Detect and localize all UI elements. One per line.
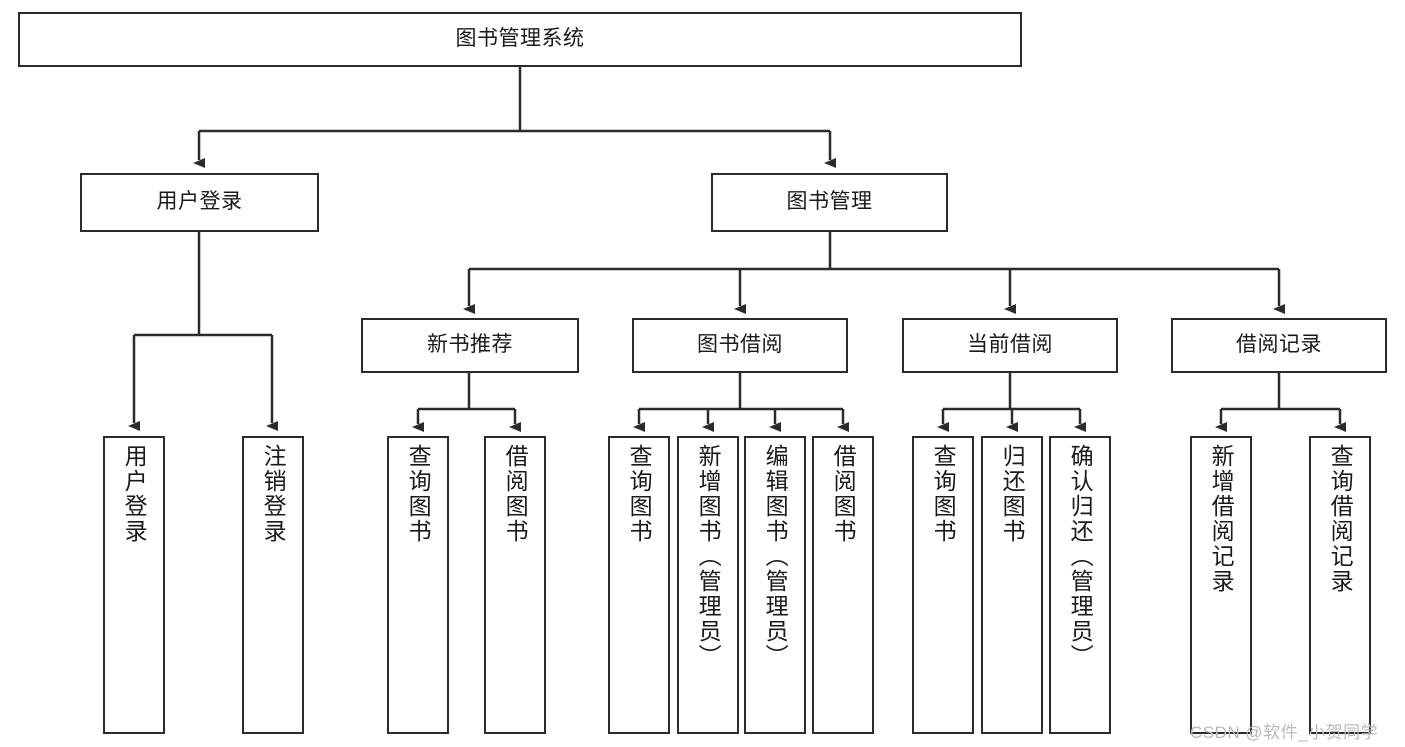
leaf-query-book-rec[interactable]: 查询图书 [387, 436, 449, 734]
leaf-confirm-return[interactable]: 确认归还（管理员） [1049, 436, 1111, 734]
node-book-borrow-label: 图书借阅 [697, 333, 783, 357]
leaf-return-book-label: 归还图书 [999, 444, 1026, 544]
leaf-query-record-label: 查询借阅记录 [1327, 444, 1354, 594]
leaf-confirm-return-label: 确认归还（管理员） [1067, 444, 1094, 669]
node-user-login[interactable]: 用户登录 [80, 173, 319, 232]
leaf-add-record-label: 新增借阅记录 [1208, 444, 1235, 594]
node-current-borrow-label: 当前借阅 [967, 333, 1053, 357]
node-book-manage[interactable]: 图书管理 [711, 173, 948, 232]
leaf-borrow-book-rec[interactable]: 借阅图书 [484, 436, 546, 734]
leaf-user-login[interactable]: 用户登录 [103, 436, 165, 734]
leaf-logout[interactable]: 注销登录 [242, 436, 304, 734]
node-borrow-record[interactable]: 借阅记录 [1171, 318, 1387, 373]
node-new-book-rec[interactable]: 新书推荐 [361, 318, 579, 373]
node-new-book-rec-label: 新书推荐 [427, 333, 513, 357]
node-root-label: 图书管理系统 [455, 27, 585, 51]
leaf-edit-book-label: 编辑图书（管理员） [762, 444, 789, 669]
leaf-logout-label: 注销登录 [260, 444, 287, 544]
node-user-login-label: 用户登录 [156, 190, 243, 214]
node-book-borrow[interactable]: 图书借阅 [632, 318, 848, 373]
leaf-query-book-rec-label: 查询图书 [405, 444, 432, 544]
leaf-return-book[interactable]: 归还图书 [981, 436, 1043, 734]
leaf-query-book-borrow-label: 查询图书 [626, 444, 653, 544]
leaf-query-record[interactable]: 查询借阅记录 [1309, 436, 1371, 734]
leaf-query-book-borrow[interactable]: 查询图书 [608, 436, 670, 734]
leaf-borrow-book-rec-label: 借阅图书 [502, 444, 529, 544]
csdn-watermark: CSDN @软件_小贺同学 [1190, 723, 1379, 742]
leaf-add-book[interactable]: 新增图书（管理员） [677, 436, 739, 734]
node-root[interactable]: 图书管理系统 [18, 12, 1022, 67]
leaf-query-book-cur[interactable]: 查询图书 [912, 436, 974, 734]
leaf-user-login-label: 用户登录 [121, 444, 148, 544]
node-current-borrow[interactable]: 当前借阅 [902, 318, 1118, 373]
leaf-edit-book[interactable]: 编辑图书（管理员） [744, 436, 806, 734]
node-borrow-record-label: 借阅记录 [1236, 333, 1322, 357]
leaf-query-book-cur-label: 查询图书 [930, 444, 957, 544]
leaf-add-book-label: 新增图书（管理员） [695, 444, 722, 669]
leaf-borrow-book[interactable]: 借阅图书 [812, 436, 874, 734]
leaf-add-record[interactable]: 新增借阅记录 [1190, 436, 1252, 734]
leaf-borrow-book-label: 借阅图书 [830, 444, 857, 544]
node-book-manage-label: 图书管理 [786, 190, 873, 214]
